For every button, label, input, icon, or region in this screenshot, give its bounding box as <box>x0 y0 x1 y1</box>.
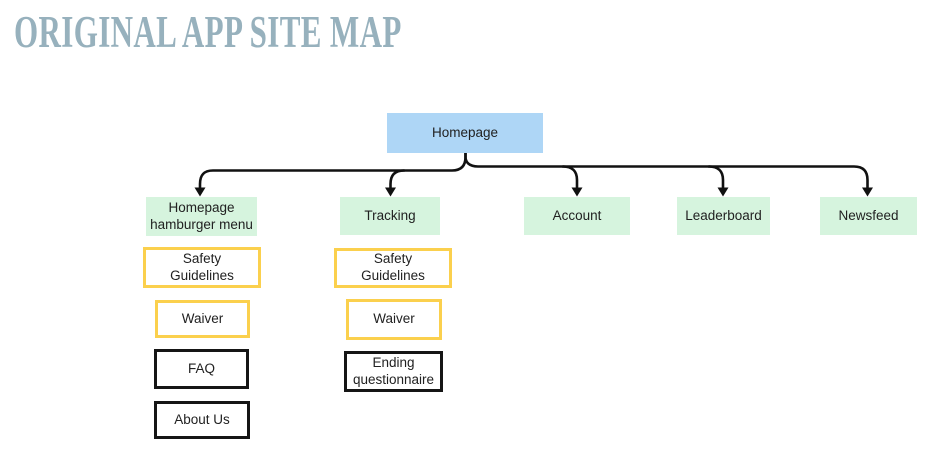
arrowhead-tracking <box>385 187 396 197</box>
connector-tracking-drop <box>389 169 406 190</box>
node-hamburger-safety-guidelines: Safety Guidelines <box>143 247 261 288</box>
node-homepage: Homepage <box>387 113 543 153</box>
page-title: ORIGINAL APP SITE MAP <box>14 7 402 57</box>
arrowhead-hamburger <box>194 187 206 197</box>
node-tracking-safety-guidelines: Safety Guidelines <box>334 248 452 288</box>
node-leaderboard-label: Leaderboard <box>685 207 762 223</box>
connector-account-drop <box>561 165 579 190</box>
node-tracking-label: Tracking <box>364 207 416 223</box>
connector-leaderboard-drop <box>707 165 725 190</box>
arrowhead-leaderboard <box>717 187 729 197</box>
node-tracking-safety-guidelines-label: Safety Guidelines <box>361 251 425 283</box>
node-newsfeed: Newsfeed <box>820 197 917 235</box>
node-homepage-hamburger-menu-label: Homepage hamburger menu <box>150 199 253 232</box>
node-about-us: About Us <box>154 401 250 439</box>
node-about-us-label: About Us <box>174 411 230 427</box>
node-tracking: Tracking <box>340 197 440 235</box>
node-account-label: Account <box>552 207 602 223</box>
node-faq-label: FAQ <box>187 360 215 376</box>
node-homepage-label: Homepage <box>431 124 499 140</box>
node-ending-questionnaire-label: Ending questionnaire <box>352 354 435 387</box>
node-hamburger-waiver: Waiver <box>155 300 250 338</box>
arrowhead-newsfeed <box>862 187 873 197</box>
node-tracking-waiver-label: Waiver <box>373 311 415 327</box>
node-hamburger-safety-guidelines-label: Safety Guidelines <box>170 250 234 283</box>
node-hamburger-waiver-label: Waiver <box>181 310 224 326</box>
node-homepage-hamburger-menu: Homepage hamburger menu <box>146 197 257 236</box>
connector-left-trunk <box>198 150 467 190</box>
node-tracking-waiver: Waiver <box>346 299 442 340</box>
connector-right-trunk <box>464 150 869 190</box>
node-account: Account <box>524 197 630 235</box>
node-leaderboard: Leaderboard <box>677 197 770 235</box>
node-ending-questionnaire: Ending questionnaire <box>344 351 443 392</box>
node-faq: FAQ <box>154 349 249 389</box>
node-newsfeed-label: Newsfeed <box>838 207 899 223</box>
arrowhead-account <box>571 187 583 197</box>
